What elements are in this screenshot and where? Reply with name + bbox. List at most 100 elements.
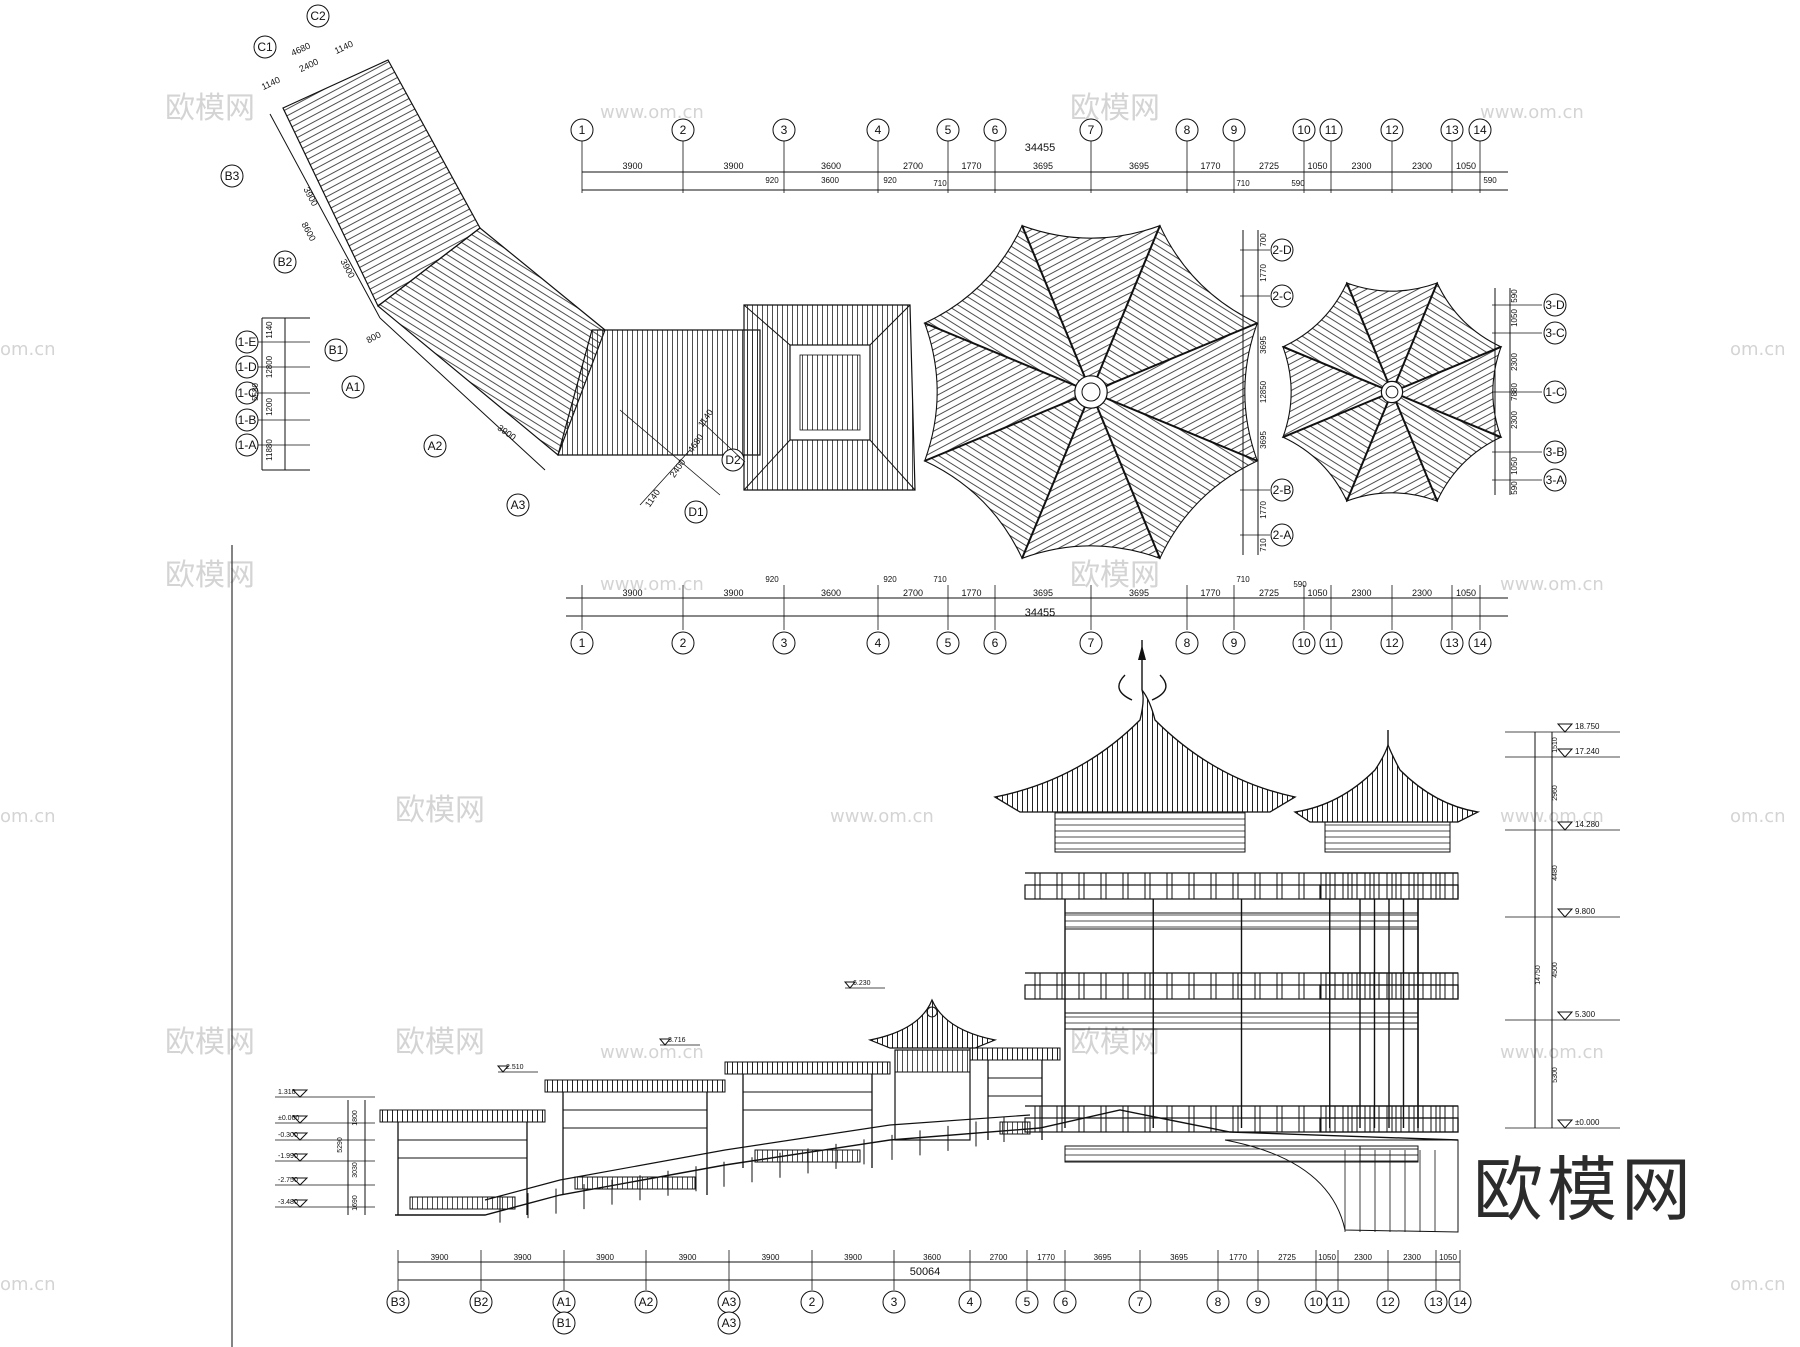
corridor-axis-A3: A3 bbox=[506, 493, 530, 517]
plan-top-dim-2: 3600 bbox=[821, 161, 841, 171]
elevation-axis-3-6-label: 3 bbox=[891, 1295, 898, 1309]
elevation-axis-A3-4: A3 bbox=[717, 1290, 741, 1314]
main-pavilion-ridge-5 bbox=[1021, 225, 1092, 393]
plan-top-axis-14: 14 bbox=[1468, 118, 1492, 142]
corridor-axis-A2-label: A2 bbox=[428, 439, 443, 453]
plan-bottom-axis-2-label: 2 bbox=[680, 636, 687, 650]
pav1-axis-2-D: 2-D bbox=[1270, 238, 1294, 262]
corridor-dim-2: 1140 bbox=[333, 39, 355, 56]
secondary-pavilion-ridge-1 bbox=[1391, 391, 1439, 502]
elevation-dim-12: 2725 bbox=[1278, 1253, 1296, 1262]
plan-top-axis-9: 9 bbox=[1222, 118, 1246, 142]
elevation-axis-7-10-label: 7 bbox=[1137, 1295, 1144, 1309]
right-dim-4: 4500 bbox=[1552, 962, 1559, 978]
plan-top-axis-2-label: 2 bbox=[680, 123, 687, 137]
plan-bottom-subdim-4: 590 bbox=[1293, 580, 1307, 589]
secondary-pavilion-ridge-5 bbox=[1345, 282, 1393, 393]
left-level-2: -0.300 bbox=[278, 1132, 298, 1139]
plan-bottom-axis-10-label: 10 bbox=[1297, 636, 1311, 650]
plan-top-dim-3: 2700 bbox=[903, 161, 923, 171]
elevation-dim-14: 2300 bbox=[1354, 1253, 1372, 1262]
pav2-dim-4: 2300 bbox=[1510, 411, 1519, 429]
plan-bottom-axis-11-label: 11 bbox=[1325, 636, 1338, 650]
watermark-logo-6: 欧模网 bbox=[1070, 1025, 1160, 1060]
plan-top-total: 34455 bbox=[1025, 142, 1056, 154]
elevation-axis-sub-B1: B1 bbox=[552, 1311, 576, 1335]
watermark-url-4: www.om.cn bbox=[830, 806, 934, 827]
elevation-axis-13-16: 13 bbox=[1424, 1290, 1448, 1314]
pav2-dim-1: 1050 bbox=[1510, 309, 1519, 327]
watermark-domain-0: om.cn bbox=[0, 339, 56, 360]
corridor-beam-1 bbox=[562, 1109, 708, 1129]
pav1-axis-2-B: 2-B bbox=[1270, 478, 1294, 502]
pav2-dim-6: 590 bbox=[1510, 481, 1519, 495]
watermark-logo-2: 欧模网 bbox=[165, 1025, 255, 1060]
watermark-logo-7: 欧模网 bbox=[395, 1025, 485, 1060]
pav1-axis-2-B-label: 2-B bbox=[1273, 483, 1292, 497]
elevation-dim-4: 3900 bbox=[762, 1253, 780, 1262]
plan-top-axis-7: 7 bbox=[1079, 118, 1103, 142]
elevation-axis-4-7: 4 bbox=[958, 1290, 982, 1314]
left-axis-1-A-label: 1-A bbox=[238, 438, 257, 452]
pav1-dim-3: 12850 bbox=[1259, 380, 1268, 403]
plan-top-dim-4: 1770 bbox=[961, 161, 981, 171]
secondary-pavilion-facet-5 bbox=[1345, 282, 1439, 394]
main-pavilion-roof-plan bbox=[923, 224, 1259, 560]
elevation-axis-A1-2: A1 bbox=[552, 1290, 576, 1314]
plan-bottom-dim-2: 3600 bbox=[821, 588, 841, 598]
pav2-axis-3-B: 3-B bbox=[1543, 440, 1567, 464]
elevation-axis-sub-B1-label: B1 bbox=[557, 1316, 572, 1330]
plan-top-subdim-5: 590 bbox=[1291, 179, 1305, 188]
left-level-4: -2.750 bbox=[278, 1177, 298, 1184]
elevation-axis-8-11-label: 8 bbox=[1215, 1295, 1222, 1309]
right-elevation-levels: 18.75017.24014.2809.8005.300±0.000151029… bbox=[1505, 722, 1620, 1129]
plan-bottom-dim-5: 3695 bbox=[1033, 588, 1053, 598]
plan-bottom-axis-9-label: 9 bbox=[1231, 636, 1238, 650]
gate-pavilion-elevation bbox=[867, 998, 998, 1141]
plan-top-subdim-4: 710 bbox=[1236, 179, 1250, 188]
plan-top-axis-5-label: 5 bbox=[945, 123, 952, 137]
secondary-pavilion-ridge-6 bbox=[1391, 282, 1439, 393]
plan-top-axis-10: 10 bbox=[1292, 118, 1316, 142]
elevation-axis-7-10: 7 bbox=[1128, 1290, 1152, 1314]
plan-bottom-total: 34455 bbox=[1025, 607, 1056, 619]
plan-bottom-axis-5-label: 5 bbox=[945, 636, 952, 650]
corridor-dim-line-0 bbox=[639, 449, 691, 506]
left-axis-1-B: 1-B bbox=[235, 408, 259, 432]
plan-top-dim-1: 3900 bbox=[723, 161, 743, 171]
elevation-axis-B2-1-label: B2 bbox=[474, 1295, 489, 1309]
corridor-dim-6: 3900 bbox=[339, 257, 357, 279]
plan-bottom-dim-4: 1770 bbox=[961, 588, 981, 598]
secondary-pavilion-ridge-2 bbox=[1345, 391, 1393, 502]
secondary-pavilion-ridge-3 bbox=[1282, 391, 1393, 439]
elevation-dim-8: 1770 bbox=[1037, 1253, 1055, 1262]
front-elevation: 18.75017.24014.2809.8005.300±0.000151029… bbox=[275, 640, 1620, 1335]
plan-bottom-axis-10: 10 bbox=[1292, 631, 1316, 655]
watermark-domain-4: om.cn bbox=[1730, 806, 1786, 827]
corridor-railing-1 bbox=[574, 1176, 696, 1190]
plan-axis-labels: 11223344556677889910101111121213131414C1… bbox=[220, 4, 1567, 655]
main-pavilion-ridge-3 bbox=[924, 391, 1092, 462]
corridor-railing-0 bbox=[409, 1196, 516, 1210]
left-axis-1-E-label: 1-E bbox=[238, 335, 257, 349]
corridor-beam-0 bbox=[397, 1139, 528, 1159]
plan-bottom-subdim-3: 710 bbox=[1236, 575, 1250, 584]
plan-bottom-axis-14: 14 bbox=[1468, 631, 1492, 655]
corridor-dim-7: 800 bbox=[365, 329, 383, 345]
plan-bottom-axis-8-label: 8 bbox=[1184, 636, 1191, 650]
plan-top-dim-5: 3695 bbox=[1033, 161, 1053, 171]
elevation-axis-14-17: 14 bbox=[1448, 1290, 1472, 1314]
elevation-dim-15: 2300 bbox=[1403, 1253, 1421, 1262]
pav1-axis-2-C-label: 2-C bbox=[1272, 289, 1292, 303]
main-tower-bracket-set bbox=[1054, 811, 1246, 853]
pav1-dim-4: 3695 bbox=[1259, 431, 1268, 449]
elevation-axis-2-5-label: 2 bbox=[809, 1295, 816, 1309]
pav2-dim-0: 590 bbox=[1510, 289, 1519, 303]
plan-top-subdim-1: 3600 bbox=[821, 176, 839, 185]
pav2-dim-2: 2300 bbox=[1510, 353, 1519, 371]
watermark-logo-5: 欧模网 bbox=[1070, 558, 1160, 593]
plan-top-dim-9: 1050 bbox=[1307, 161, 1327, 171]
plan-bottom-dim-9: 1050 bbox=[1307, 588, 1327, 598]
